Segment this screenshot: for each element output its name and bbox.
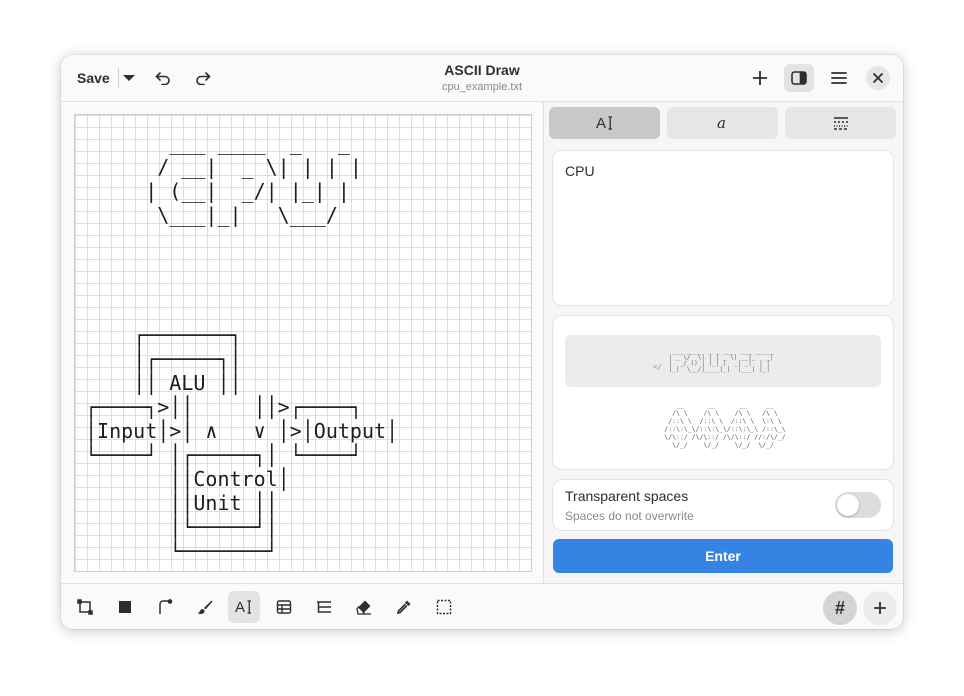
select-icon [436, 599, 452, 615]
line-style-tab[interactable] [785, 107, 896, 139]
eraser-tool-button[interactable] [348, 591, 380, 623]
window-title: ASCII Draw [444, 62, 520, 78]
brush-tool-button[interactable] [189, 591, 221, 623]
font-preview-1: ___ ____ _ _ ___ ___ _____ | _ \/ \| | |… [668, 348, 774, 373]
rectangle-tool-button[interactable] [69, 591, 101, 623]
table-tool-button[interactable] [268, 591, 300, 623]
transparent-spaces-switch[interactable] [835, 492, 881, 518]
file-name: cpu_example.txt [441, 81, 523, 93]
chevron-down-icon [123, 75, 135, 81]
redo-icon [196, 72, 211, 85]
text-icon: A [235, 599, 251, 615]
main-menu-button[interactable] [825, 64, 853, 92]
scroll-hint-text: </ [653, 363, 662, 371]
close-icon [873, 73, 883, 83]
font-option-selected[interactable]: ___ ____ _ _ ___ ___ _____ | _ \/ \| | |… [565, 335, 881, 387]
rectangle-icon [77, 599, 93, 615]
enter-button[interactable]: Enter [553, 539, 893, 573]
new-file-button[interactable] [746, 64, 774, 92]
tree-icon [317, 601, 331, 613]
line-tool-button[interactable] [149, 591, 181, 623]
picker-icon [396, 600, 411, 615]
plus-icon [874, 602, 886, 614]
sidebar-icon [791, 71, 807, 85]
save-button[interactable]: Save [77, 70, 110, 86]
text-input[interactable]: CPU [565, 163, 595, 179]
picker-tool-button[interactable] [388, 591, 420, 623]
transparent-spaces-label: Transparent spaces [565, 488, 689, 504]
font-preview-2: __ __ __ __ /\ \ /\ \ /\ \ /\ \ /::\ \ /… [664, 401, 786, 449]
table-icon [276, 600, 292, 614]
grid-toggle-button[interactable]: # [823, 591, 857, 625]
font-option[interactable]: __ __ __ __ /\ \ /\ \ /\ \ /\ \ /::\ \ /… [565, 394, 881, 456]
svg-text:A: A [596, 115, 606, 131]
text-input-card: CPU [553, 151, 893, 305]
pane-divider[interactable] [543, 102, 544, 583]
select-tool-button[interactable] [428, 591, 460, 623]
svg-text:a: a [717, 116, 726, 130]
ascii-drawing: ___ ____ _ _ / __| _ \| | | | | (__| _/|… [85, 131, 399, 563]
save-menu-button[interactable] [119, 64, 139, 92]
transparent-spaces-row: Transparent spaces Spaces do not overwri… [553, 480, 893, 530]
font-list: ___ ____ _ _ ___ ___ _____ | _ \/ \| | |… [553, 316, 893, 469]
transparent-spaces-description: Spaces do not overwrite [565, 509, 694, 523]
svg-text:A: A [235, 599, 245, 615]
drawing-canvas[interactable]: ___ ____ _ _ / __| _ \| | | | | (__| _/|… [74, 114, 532, 572]
text-cursor-icon: A [596, 115, 612, 131]
tool-bar: A # [61, 583, 903, 629]
dashed-lines-icon [833, 117, 848, 130]
plus-icon [753, 71, 767, 85]
switch-knob [837, 494, 859, 516]
canvas-pane: ___ ____ _ _ / __| _ \| | | | | (__| _/|… [61, 102, 543, 583]
font-tab[interactable]: a [667, 107, 778, 139]
close-window-button[interactable] [866, 66, 890, 90]
filled-rectangle-icon [119, 601, 131, 613]
menu-icon [831, 72, 847, 84]
save-separator [118, 68, 119, 88]
app-window: Save ASCII Draw cpu_example.txt [61, 55, 903, 629]
header-bar: Save ASCII Draw cpu_example.txt [61, 55, 903, 102]
add-character-button[interactable] [863, 591, 897, 625]
eraser-icon [356, 600, 371, 615]
window-title-area: ASCII Draw cpu_example.txt [361, 61, 603, 95]
italic-a-icon: a [717, 116, 726, 130]
brush-icon [198, 600, 213, 614]
undo-button[interactable] [149, 64, 177, 92]
line-icon [159, 599, 173, 614]
tree-tool-button[interactable] [308, 591, 340, 623]
filled-rectangle-tool-button[interactable] [109, 591, 141, 623]
text-tool-button[interactable]: A [228, 591, 260, 623]
undo-icon [155, 72, 170, 85]
cpu-ascii-art: ___ ____ _ _ / __| _ \| | | | | (__| _/|… [145, 131, 362, 227]
text-tool-tab[interactable]: A [549, 107, 660, 139]
redo-button[interactable] [189, 64, 217, 92]
toggle-sidebar-button[interactable] [784, 64, 814, 92]
sidebar: A a CPU ___ ____ _ _ ___ ___ _____ | _ \… [544, 102, 903, 583]
